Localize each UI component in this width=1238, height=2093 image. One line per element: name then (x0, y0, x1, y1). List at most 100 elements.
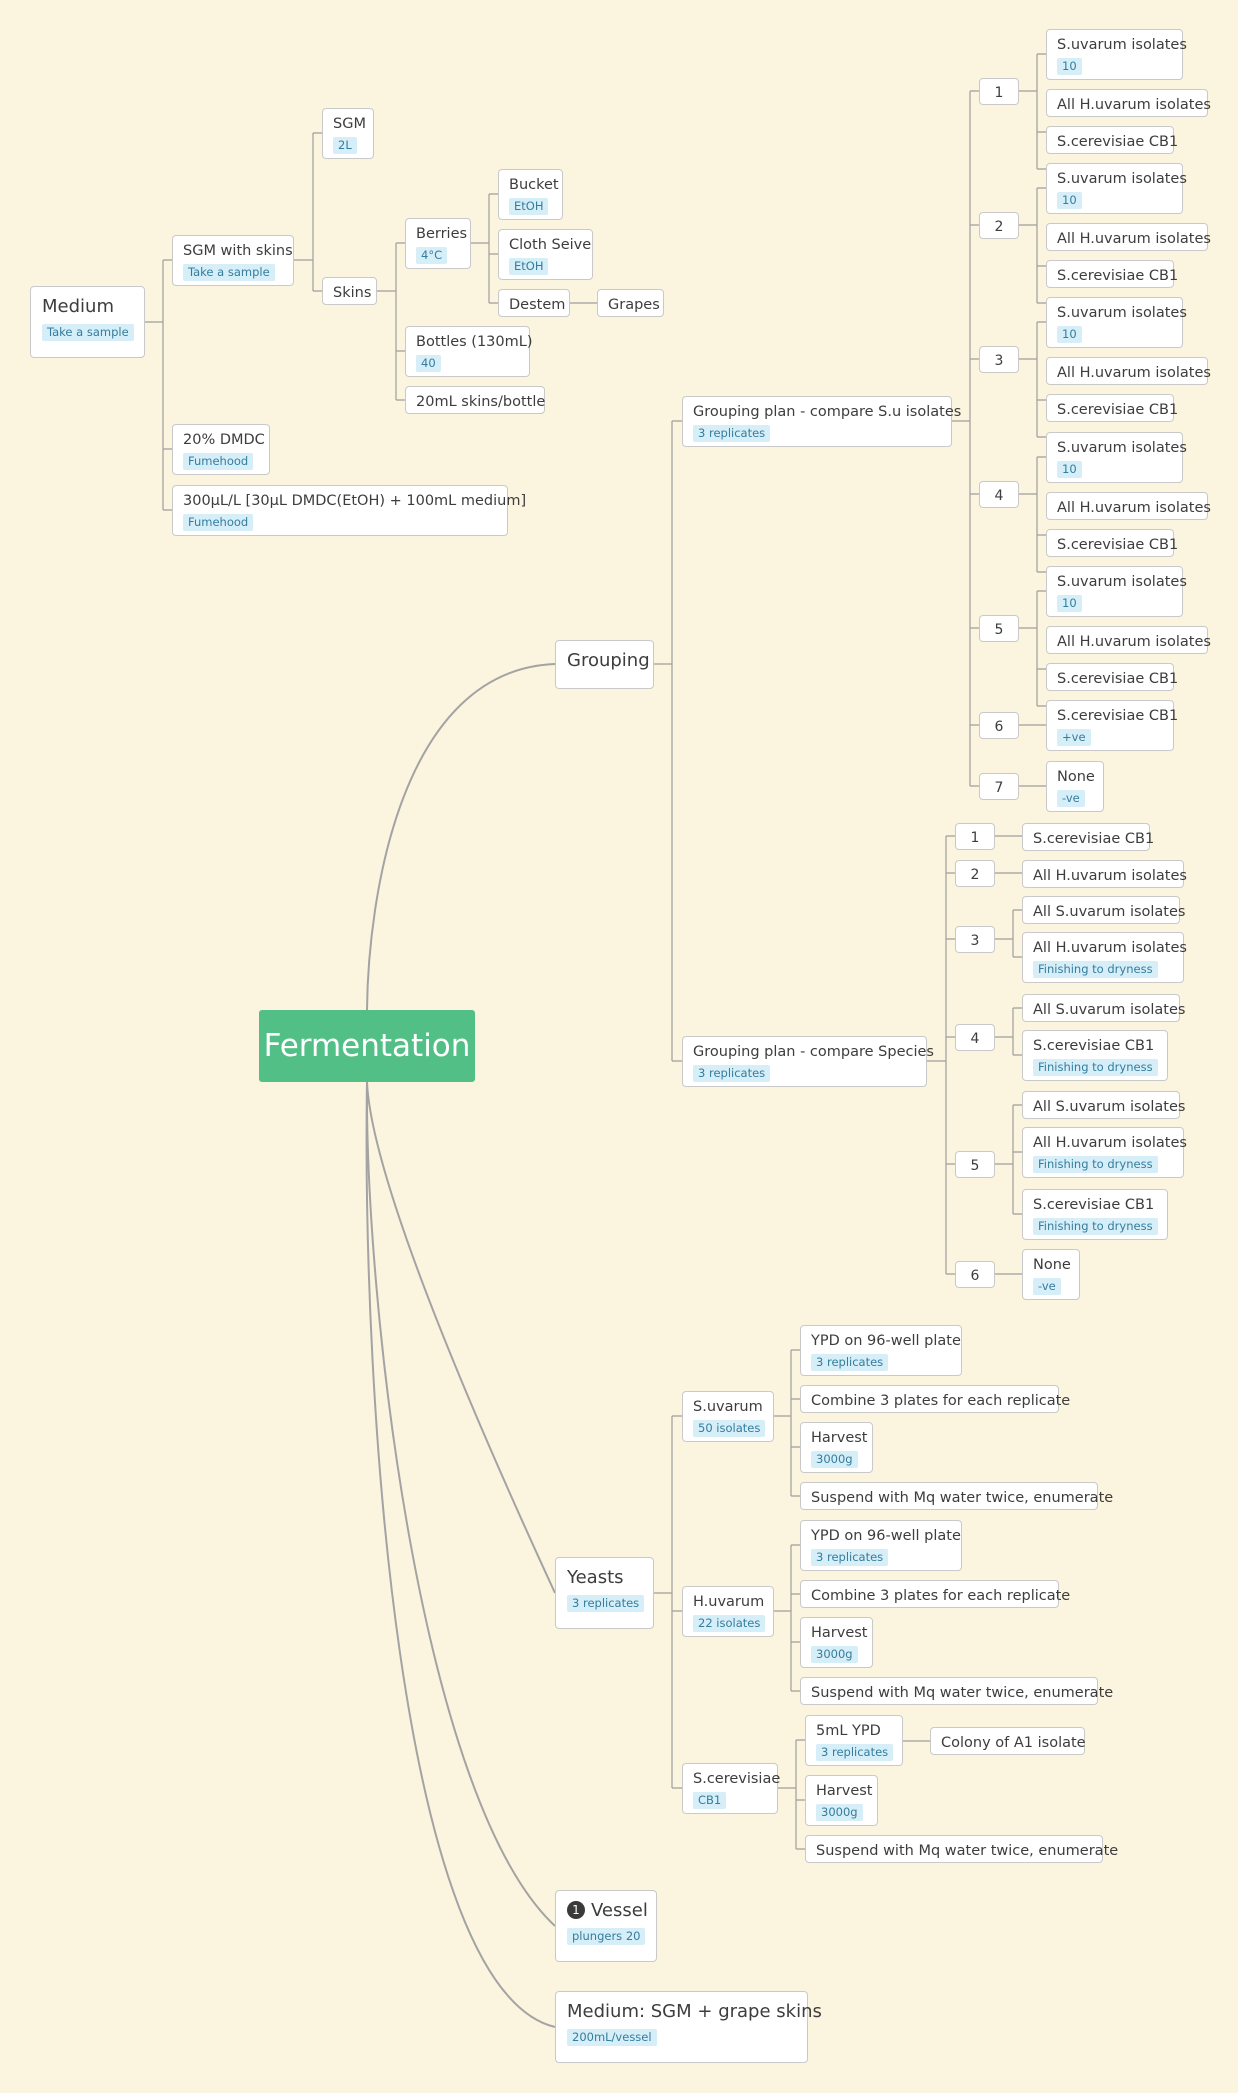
node-colony[interactable]: Colony of A1 isolate (930, 1727, 1086, 1755)
root-node-fermentation[interactable]: Fermentation (259, 1010, 475, 1082)
species-group-item[interactable]: All S.uvarum isolates (1022, 994, 1185, 1022)
priority-1-icon: 1 (567, 1901, 585, 1919)
node-scerevisiae[interactable]: S.cerevisiae CB1 (682, 1763, 780, 1814)
species-group-index[interactable]: 3 (955, 926, 995, 953)
tag-medium: Take a sample (42, 324, 134, 341)
su-group-item[interactable]: S.cerevisiae CB1 (1046, 529, 1178, 557)
su-group-item[interactable]: S.cerevisiae CB1+ve (1046, 700, 1178, 751)
node-dmdc[interactable]: 20% DMDC Fumehood (172, 424, 270, 475)
node-suvarum[interactable]: S.uvarum 50 isolates (682, 1391, 774, 1442)
node-plan-su[interactable]: Grouping plan - compare S.u isolates 3 r… (682, 396, 961, 447)
node-berries[interactable]: Berries 4°C (405, 218, 471, 269)
species-group-item[interactable]: All S.uvarum isolates (1022, 1091, 1185, 1119)
node-medium-sgm-grape-skins[interactable]: Medium: SGM + grape skins 200mL/vessel (555, 1991, 822, 2063)
su-group-index[interactable]: 2 (979, 212, 1019, 239)
node-sgm[interactable]: SGM 2L (322, 108, 374, 159)
species-group-index[interactable]: 1 (955, 823, 995, 850)
node-sgm-with-skins[interactable]: SGM with skins Take a sample (172, 235, 294, 286)
node-huvarum[interactable]: H.uvarum 22 isolates (682, 1586, 774, 1637)
species-group-index[interactable]: 6 (955, 1261, 995, 1288)
su-group-index[interactable]: 6 (979, 712, 1019, 739)
node-skins[interactable]: Skins (322, 277, 377, 305)
node-skins-per-bottle[interactable]: 20mL skins/bottle (405, 386, 545, 414)
su-group-item[interactable]: None-ve (1046, 761, 1104, 812)
node-cloth-seive[interactable]: Cloth Seive EtOH (498, 229, 593, 280)
node-grouping[interactable]: Grouping (555, 640, 654, 689)
root-label: Fermentation (263, 1028, 471, 1064)
node-destem[interactable]: Destem (498, 289, 570, 317)
su-group-item[interactable]: S.cerevisiae CB1 (1046, 126, 1178, 154)
node-bucket[interactable]: Bucket EtOH (498, 169, 563, 220)
species-group-index[interactable]: 2 (955, 860, 995, 887)
species-group-item[interactable]: All H.uvarum isolates (1022, 860, 1187, 888)
branch-curve-yeasts (366, 1081, 556, 1594)
su-group-item[interactable]: All H.uvarum isolates (1046, 492, 1211, 520)
branch-curve-vessel (365, 1081, 556, 1927)
connector-yeasts (654, 1415, 682, 1789)
connector-suvarum (774, 1349, 800, 1497)
connector-medium (145, 259, 172, 511)
su-group-item[interactable]: All H.uvarum isolates (1046, 357, 1211, 385)
yeast-step[interactable]: Suspend with Mq water twice, enumerate (800, 1482, 1113, 1510)
connector-skins (377, 242, 405, 401)
branch-curve-medium-sgm (365, 1081, 556, 2028)
connector-plan-species (927, 835, 955, 1275)
su-group-index[interactable]: 1 (979, 78, 1019, 105)
connector-grouping (654, 420, 682, 1062)
connector-su-group (1019, 187, 1046, 304)
species-group-index[interactable]: 4 (955, 1024, 995, 1051)
connector-su-group (1019, 53, 1046, 170)
node-bottles[interactable]: Bottles (130mL) 40 (405, 326, 533, 377)
node-grapes[interactable]: Grapes (597, 289, 664, 317)
node-medium[interactable]: Medium Take a sample (30, 286, 145, 358)
connector-huvarum (774, 1544, 800, 1692)
yeast-step[interactable]: Combine 3 plates for each replicate (800, 1580, 1070, 1608)
connector-su-group (1019, 321, 1046, 438)
species-group-index[interactable]: 5 (955, 1151, 995, 1178)
node-yeasts[interactable]: Yeasts 3 replicates (555, 1557, 654, 1629)
su-group-item[interactable]: All H.uvarum isolates (1046, 223, 1211, 251)
connector-berries (471, 193, 498, 304)
su-group-item[interactable]: S.cerevisiae CB1 (1046, 394, 1178, 422)
connector-species-group (995, 1104, 1022, 1215)
species-group-item[interactable]: None-ve (1022, 1249, 1080, 1300)
su-group-item[interactable]: S.cerevisiae CB1 (1046, 260, 1178, 288)
connector-species-group (995, 909, 1022, 958)
su-group-item[interactable]: S.cerevisiae CB1 (1046, 663, 1178, 691)
su-group-item[interactable]: All H.uvarum isolates (1046, 89, 1211, 117)
su-group-index[interactable]: 7 (979, 773, 1019, 800)
species-group-item[interactable]: S.cerevisiae CB1 (1022, 823, 1154, 851)
su-group-index[interactable]: 3 (979, 346, 1019, 373)
branch-curve-grouping (366, 663, 556, 1011)
yeast-step[interactable]: Suspend with Mq water twice, enumerate (800, 1677, 1113, 1705)
su-group-index[interactable]: 5 (979, 615, 1019, 642)
node-dmdc-mix[interactable]: 300µL/L [30µL DMDC(EtOH) + 100mL medium]… (172, 485, 526, 536)
yeast-step[interactable]: Combine 3 plates for each replicate (800, 1385, 1070, 1413)
yeast-step[interactable]: Suspend with Mq water twice, enumerate (805, 1835, 1118, 1863)
connector-su-group (1019, 590, 1046, 707)
su-group-index[interactable]: 4 (979, 481, 1019, 508)
su-group-item[interactable]: All H.uvarum isolates (1046, 626, 1211, 654)
species-group-item[interactable]: All S.uvarum isolates (1022, 896, 1185, 924)
node-plan-species[interactable]: Grouping plan - compare Species 3 replic… (682, 1036, 934, 1087)
connector-su-group (1019, 456, 1046, 573)
connector-scerevisiae (778, 1739, 805, 1850)
connector-plan-su (952, 90, 979, 787)
